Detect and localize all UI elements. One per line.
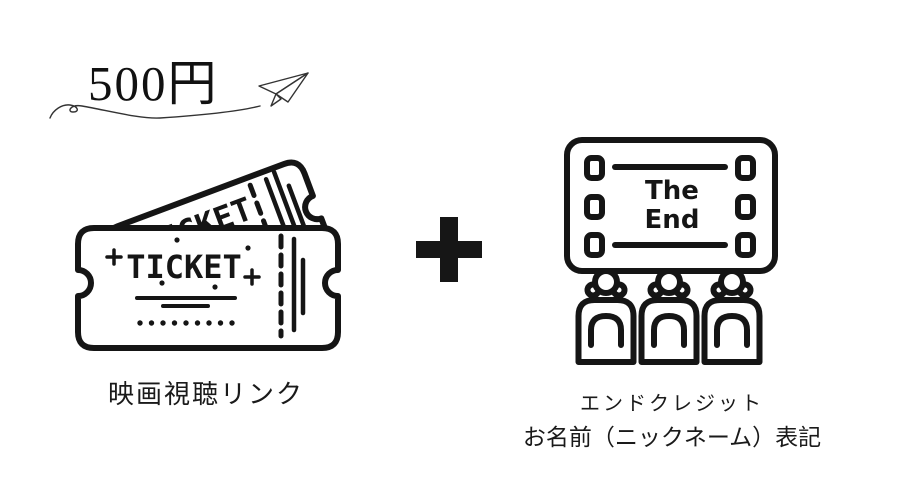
paper-plane-icon bbox=[49, 72, 309, 119]
swoosh-trail bbox=[49, 104, 261, 119]
price-text: 500円 bbox=[88, 56, 219, 111]
movie-ticket-icon: TICKET TICKET bbox=[75, 159, 341, 351]
screen-text-line2: End bbox=[645, 205, 700, 235]
perforation-dots bbox=[137, 320, 235, 326]
audience-member bbox=[575, 268, 637, 365]
cinema-caption-line2: お名前（ニックネーム）表記 bbox=[522, 425, 822, 450]
sprocket-holes-right bbox=[735, 155, 756, 258]
paper-plane bbox=[258, 72, 309, 107]
cinema-end-screen-icon: The End bbox=[564, 137, 778, 365]
cinema-caption: エンドクレジット お名前（ニックネーム）表記 bbox=[512, 387, 832, 452]
audience bbox=[575, 268, 760, 365]
cinema-caption-line1: エンドクレジット bbox=[580, 393, 764, 415]
sparkle-plus-right bbox=[243, 268, 261, 286]
front-ticket-label: TICKET bbox=[126, 248, 242, 286]
film-screen: The End bbox=[564, 137, 778, 274]
plus-vertical-bar bbox=[440, 217, 458, 282]
sprocket-holes-left bbox=[584, 155, 605, 258]
plus-icon bbox=[416, 217, 482, 282]
sparkle-plus-left bbox=[105, 248, 123, 266]
ticket-caption: 映画視聴リンク bbox=[107, 380, 304, 409]
screen-text-line1: The bbox=[645, 176, 699, 206]
front-ticket: TICKET bbox=[75, 225, 341, 351]
